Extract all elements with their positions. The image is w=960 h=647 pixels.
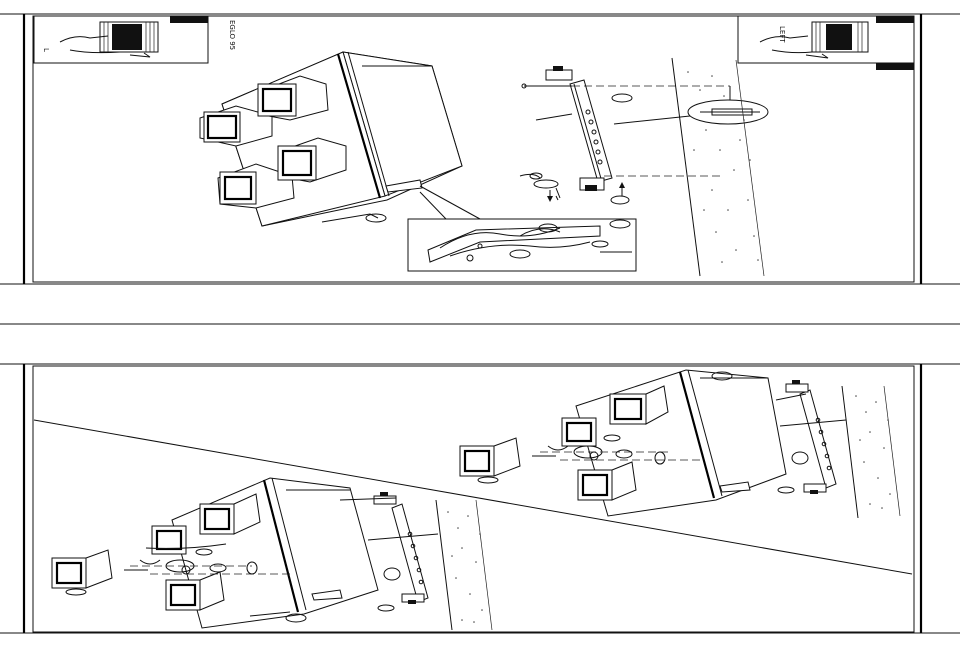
driver-icon: [811, 21, 869, 53]
driver-icon: [99, 21, 159, 53]
left-inset-label: L: [42, 48, 50, 52]
mounting-bracket: [519, 66, 633, 205]
light-head: [277, 137, 347, 183]
right-inset-label: LEFT: [778, 26, 786, 43]
bottom-panel-border: [32, 365, 915, 633]
panel-diagonal-divider: [33, 419, 913, 575]
wall-surface: [671, 57, 765, 277]
light-head: [609, 385, 669, 425]
page-frame: [0, 13, 960, 634]
wall-surface: [841, 385, 901, 519]
light-head: [151, 525, 187, 555]
wall-plug-callout: [613, 99, 769, 125]
hand-cable-icon: [59, 35, 151, 58]
light-head: [199, 105, 273, 147]
mounting-bracket: [339, 492, 439, 612]
upper-assembly: [459, 369, 901, 519]
connector-parts: [124, 543, 290, 575]
wall-texture: [687, 71, 759, 263]
light-head: [561, 417, 597, 447]
connector-parts: [532, 434, 700, 465]
light-head: [257, 75, 329, 121]
detached-light-head: [459, 437, 521, 484]
left-inset: L: [33, 15, 209, 64]
top-panel: L EGLO 95 LEFT: [32, 15, 915, 283]
top-panel-border: [32, 15, 915, 283]
light-head: [217, 163, 295, 209]
hand-cable-icon: [759, 35, 829, 59]
wiring-detail-box: [407, 218, 637, 272]
bottom-panel: [32, 365, 915, 633]
light-head: [165, 571, 225, 611]
model-label: EGLO 95: [228, 20, 236, 50]
detached-light-head: [51, 549, 113, 596]
light-head: [199, 493, 261, 535]
light-head: [577, 461, 637, 501]
light-heads: [199, 75, 347, 209]
callouts: [321, 185, 481, 223]
wall-surface: [435, 499, 493, 631]
right-inset: LEFT: [737, 15, 915, 70]
lower-assembly: [51, 477, 493, 631]
mounting-bracket: [775, 380, 847, 494]
